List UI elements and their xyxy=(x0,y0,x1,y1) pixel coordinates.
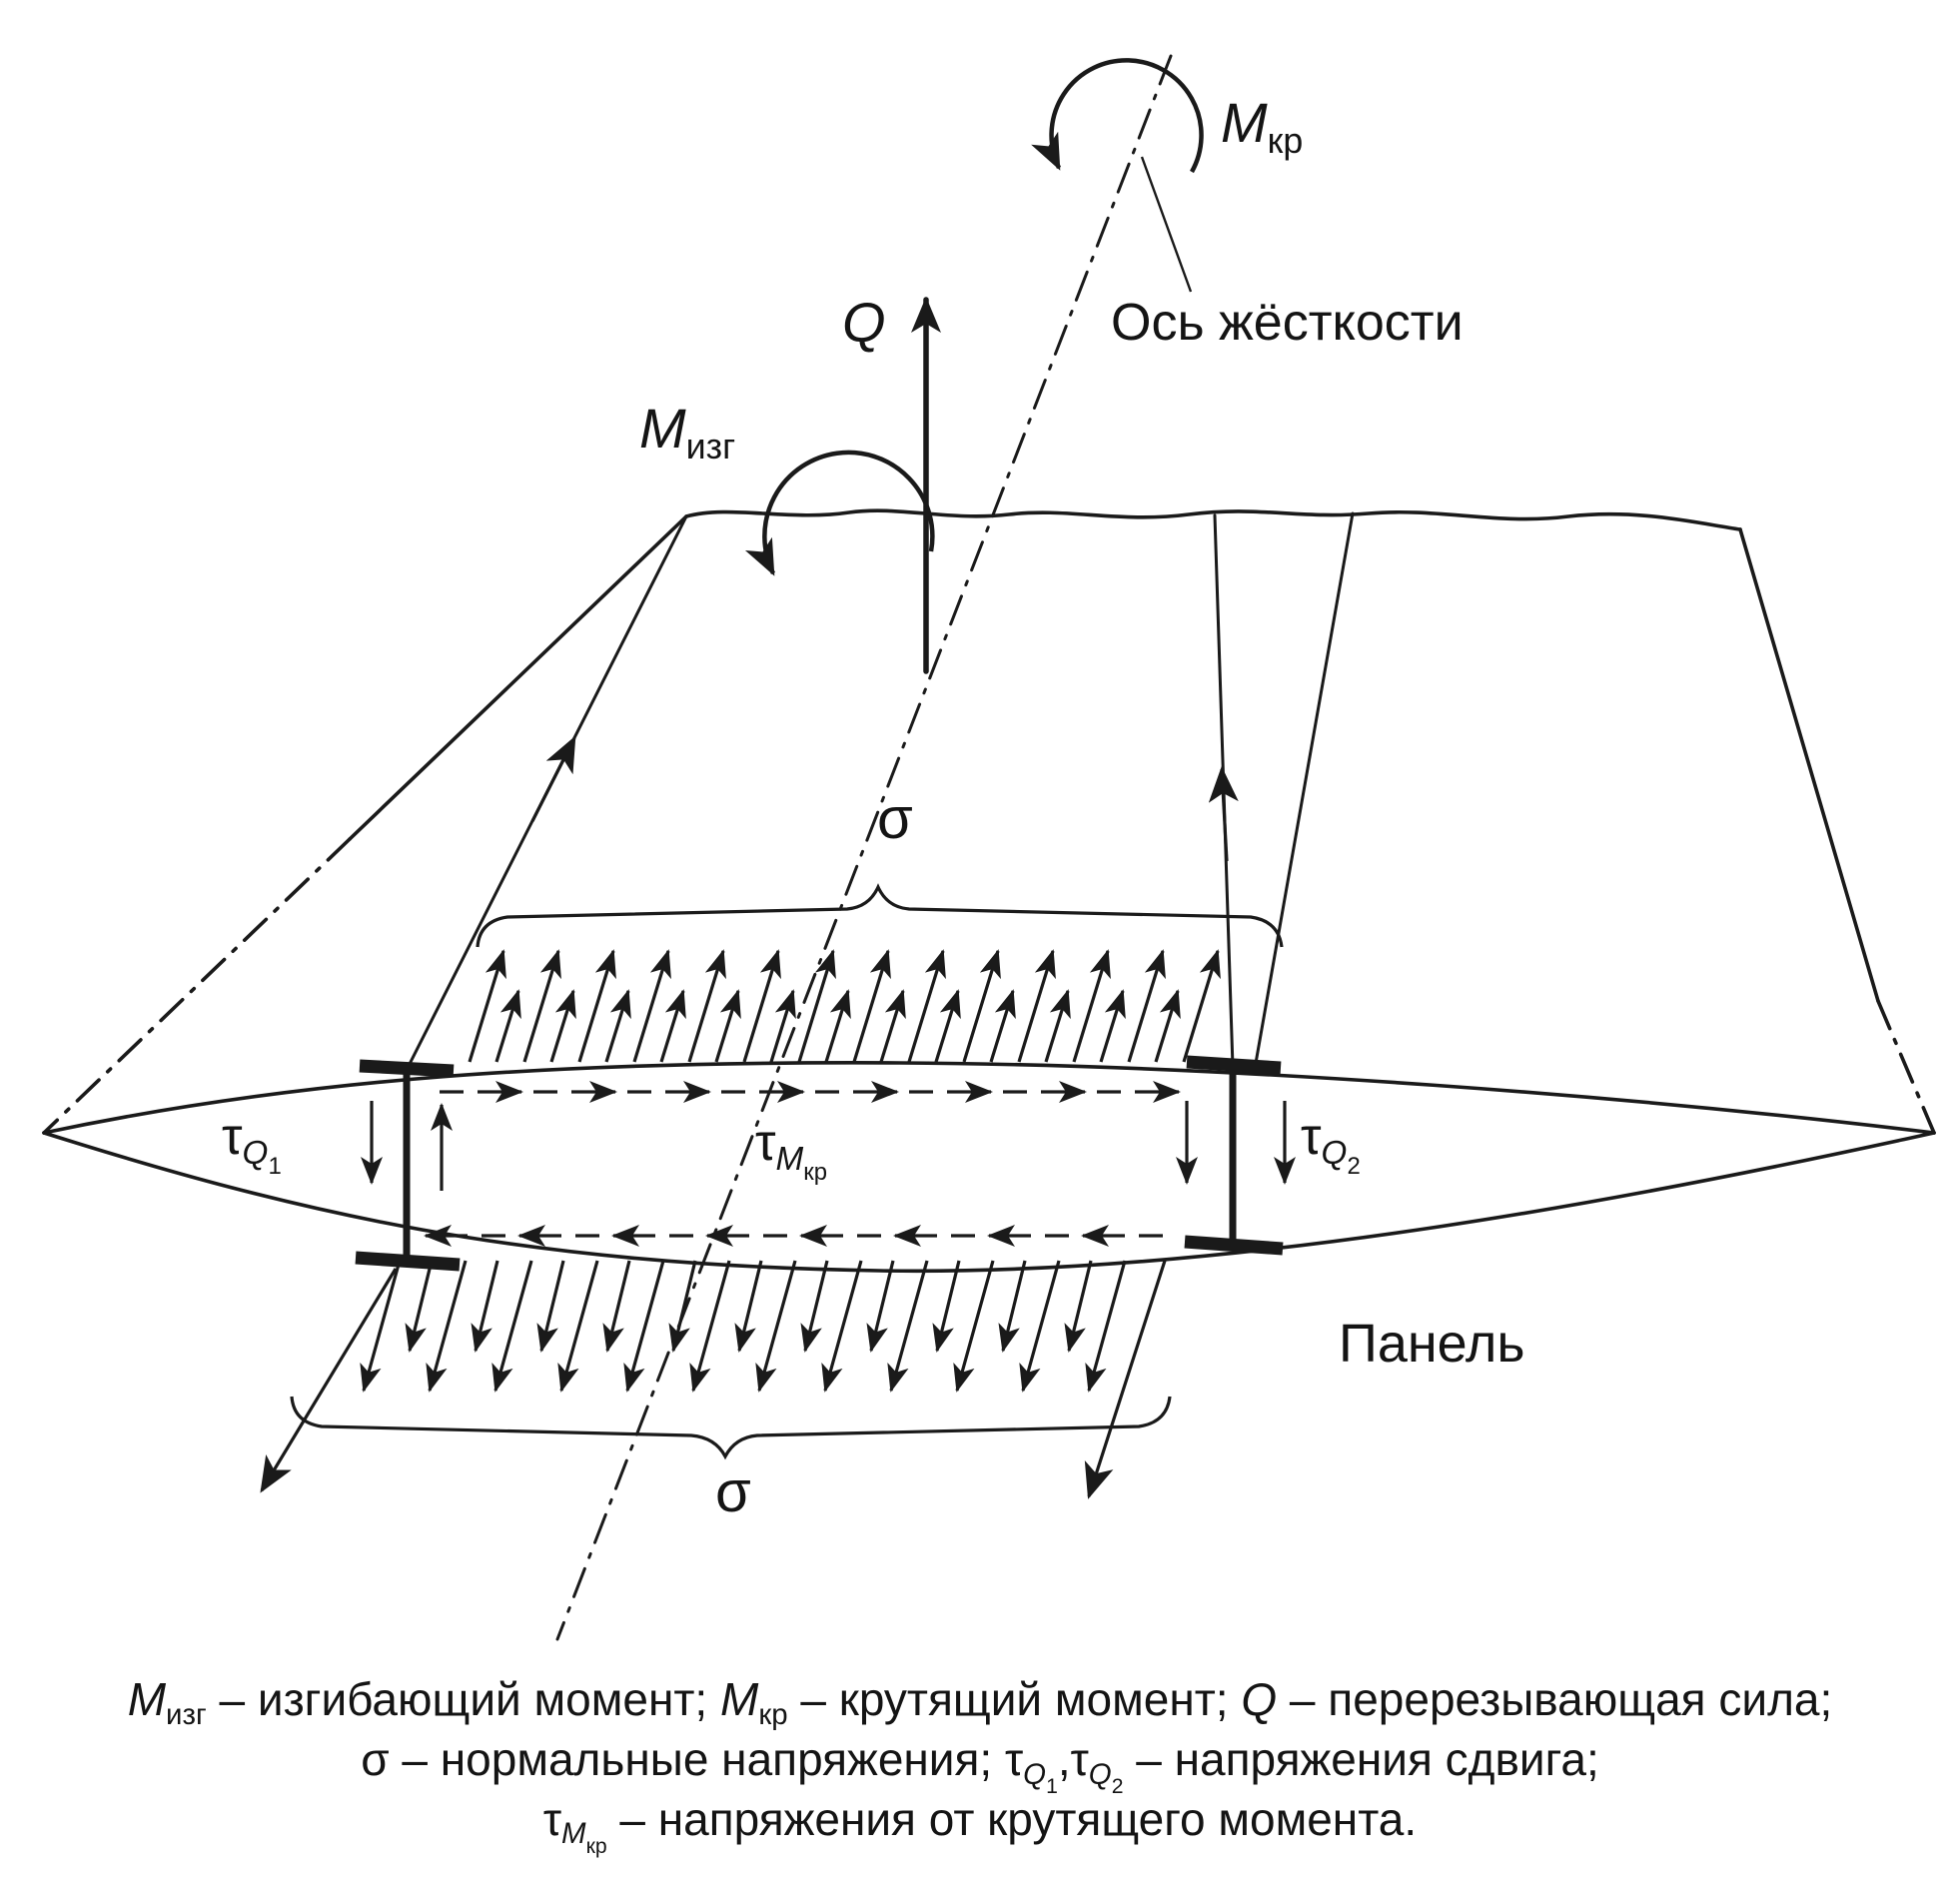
sigma-top-arrow xyxy=(742,949,781,1063)
sigma-bottom-arrow xyxy=(1085,1260,1127,1393)
front-spar xyxy=(355,1059,461,1272)
sigma-top-arrow xyxy=(907,949,946,1063)
sigma-bottom-arrow-short xyxy=(734,1260,763,1353)
caption-line-2: σ – нормальные напряжения; τQ1,τQ2 – нап… xyxy=(361,1732,1599,1798)
sigma-top-arrow-short xyxy=(879,989,906,1063)
sigma-bottom-arrow xyxy=(887,1260,929,1393)
sigma-top-arrow xyxy=(1182,949,1221,1063)
front-spar-top-cap xyxy=(359,1059,455,1078)
panel-left-edge-arrow xyxy=(260,1268,398,1493)
sigma-top-arrow-short xyxy=(604,989,631,1063)
stiffness-axis-line xyxy=(555,54,1173,1641)
sigma-top-arrows xyxy=(468,949,1221,1063)
panel-right-edge-arrow xyxy=(1084,1260,1167,1499)
bending-moment-arc xyxy=(745,450,935,576)
sigma-bottom-arrow xyxy=(426,1260,468,1393)
sigma-bottom-arrow xyxy=(491,1260,533,1393)
sigma-top-arrow xyxy=(1127,949,1166,1063)
sigma-top-arrow-short xyxy=(494,989,521,1063)
sigma-top-arrow xyxy=(577,949,616,1063)
wing-planform xyxy=(42,508,1936,1135)
sigma-bottom-arrow-short xyxy=(602,1260,631,1353)
front-spar-bottom-cap xyxy=(355,1251,461,1272)
figure-caption: Mизг – изгибающий момент; Mкр – крутящий… xyxy=(0,1670,1960,1858)
front-spar-shear-flow-arrow xyxy=(530,735,576,822)
sigma-bottom-arrow xyxy=(360,1260,402,1393)
sigma-top-arrow xyxy=(962,949,1001,1063)
sigma-bottom-arrow-short xyxy=(405,1260,434,1353)
rear-spar-bottom-cap xyxy=(1184,1235,1284,1256)
sigma-top-label: σ xyxy=(877,786,913,851)
leading-edge xyxy=(348,514,688,841)
caption-line-3: τMкр – напряжения от крутящего момента. xyxy=(542,1792,1418,1858)
axis-label-pointer-line xyxy=(1140,156,1193,293)
sigma-top-arrow-short xyxy=(714,989,741,1063)
sigma-top-arrow-short xyxy=(659,989,686,1063)
tau-mkr-label: τMкр xyxy=(755,1114,828,1187)
rear-spar-shear-flow-arrow xyxy=(1208,766,1239,862)
sigma-top-arrow-short xyxy=(989,989,1016,1063)
torque-moment-arc xyxy=(1031,58,1204,174)
break-line xyxy=(684,508,1742,531)
sigma-top-arrow-short xyxy=(1154,989,1181,1063)
airfoil-upper-contour xyxy=(42,1061,1936,1135)
sigma-top-arrow xyxy=(1017,949,1056,1063)
sigma-bottom-arrow-short xyxy=(866,1260,895,1353)
sigma-bottom-arrow-short xyxy=(800,1260,829,1353)
sigma-bottom-arrow xyxy=(689,1260,731,1393)
sigma-top-brace xyxy=(476,883,1284,948)
airfoil-lower-contour xyxy=(42,1131,1936,1274)
airfoil-section xyxy=(42,1061,1936,1274)
trailing-edge xyxy=(1738,527,1880,1003)
sigma-bottom-arrow xyxy=(1019,1260,1061,1393)
sigma-top-arrow-short xyxy=(824,989,851,1063)
leading-edge-phantom xyxy=(42,837,352,1135)
panel-label: Панель xyxy=(1339,1314,1525,1374)
sigma-top-arrow-short xyxy=(769,989,796,1063)
sigma-top-arrow xyxy=(632,949,671,1063)
torque-moment-label: Mкр xyxy=(1221,91,1304,161)
rear-spar xyxy=(1184,1055,1284,1256)
tau-q1-label: τQ1 xyxy=(222,1108,282,1181)
sigma-top-arrow xyxy=(852,949,891,1063)
tau-q2-arrows xyxy=(1176,1101,1296,1185)
sigma-bottom-arrow-short xyxy=(998,1260,1027,1353)
rear-spar-surface-line-2 xyxy=(1253,511,1355,1071)
sigma-bottom-brace xyxy=(290,1396,1172,1460)
bending-moment-label: Mизг xyxy=(639,397,736,467)
sigma-bottom-arrow-short xyxy=(1064,1260,1093,1353)
stiffness-axis-label: Ось жёсткости xyxy=(1111,294,1464,352)
tau-q2-label: τQ2 xyxy=(1301,1108,1361,1181)
sigma-top-arrow xyxy=(1072,949,1111,1063)
sigma-top-arrow-short xyxy=(934,989,961,1063)
sigma-bottom-arrow xyxy=(953,1260,995,1393)
panel-edge-arrows xyxy=(260,1260,1167,1499)
caption-line-1: Mизг – изгибающий момент; Mкр – крутящий… xyxy=(127,1673,1833,1731)
sigma-top-arrow xyxy=(468,949,506,1063)
sigma-top-arrow-short xyxy=(1044,989,1071,1063)
sigma-bottom-arrow-short xyxy=(668,1260,697,1353)
sigma-top-arrow-short xyxy=(1099,989,1126,1063)
sigma-bottom-arrow-short xyxy=(471,1260,499,1353)
sigma-bottom-arrow xyxy=(623,1260,665,1393)
sigma-top-arrow xyxy=(687,949,726,1063)
sigma-bottom-arrow-short xyxy=(536,1260,565,1353)
sigma-top-arrow xyxy=(522,949,561,1063)
tau-q1-arrows xyxy=(361,1101,453,1191)
sigma-top-arrow xyxy=(797,949,836,1063)
trailing-edge-phantom xyxy=(1876,999,1936,1135)
sigma-bottom-arrow xyxy=(821,1260,863,1393)
sigma-bottom-arrow-short xyxy=(932,1260,961,1353)
sigma-bottom-arrow xyxy=(557,1260,599,1393)
sigma-bottom-label: σ xyxy=(715,1459,751,1524)
shear-force-label: Q xyxy=(842,291,886,354)
sigma-bottom-arrow xyxy=(755,1260,797,1393)
sigma-top-arrow-short xyxy=(549,989,576,1063)
rear-spar-top-cap xyxy=(1186,1055,1282,1075)
sigma-bottom-arrows xyxy=(360,1260,1127,1393)
